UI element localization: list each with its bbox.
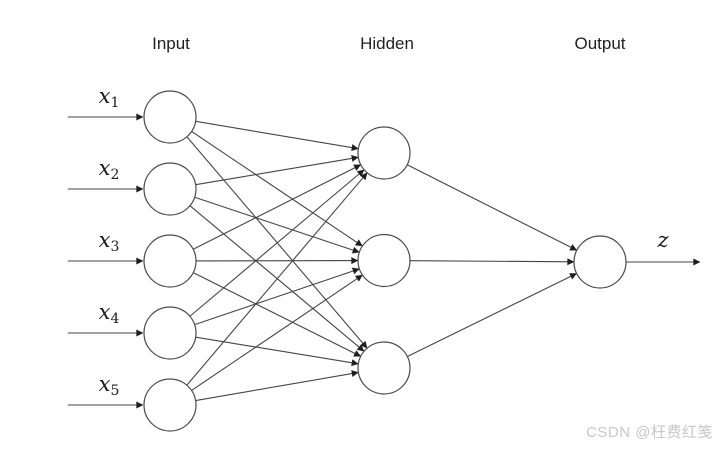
input-label-x3: x3: [98, 228, 120, 255]
layer-title-hidden: Hidden: [360, 34, 414, 53]
output-label-z: z: [657, 228, 669, 252]
input-label-x4: x4: [98, 300, 120, 327]
input-label-x5: x5: [98, 372, 120, 399]
input-label-x1: x1: [98, 84, 120, 111]
layer-title-output: Output: [574, 34, 626, 53]
layer-title-input: Input: [152, 34, 190, 53]
watermark: CSDN @枉费红笺: [586, 424, 713, 441]
input-label-x2: x2: [98, 156, 120, 183]
